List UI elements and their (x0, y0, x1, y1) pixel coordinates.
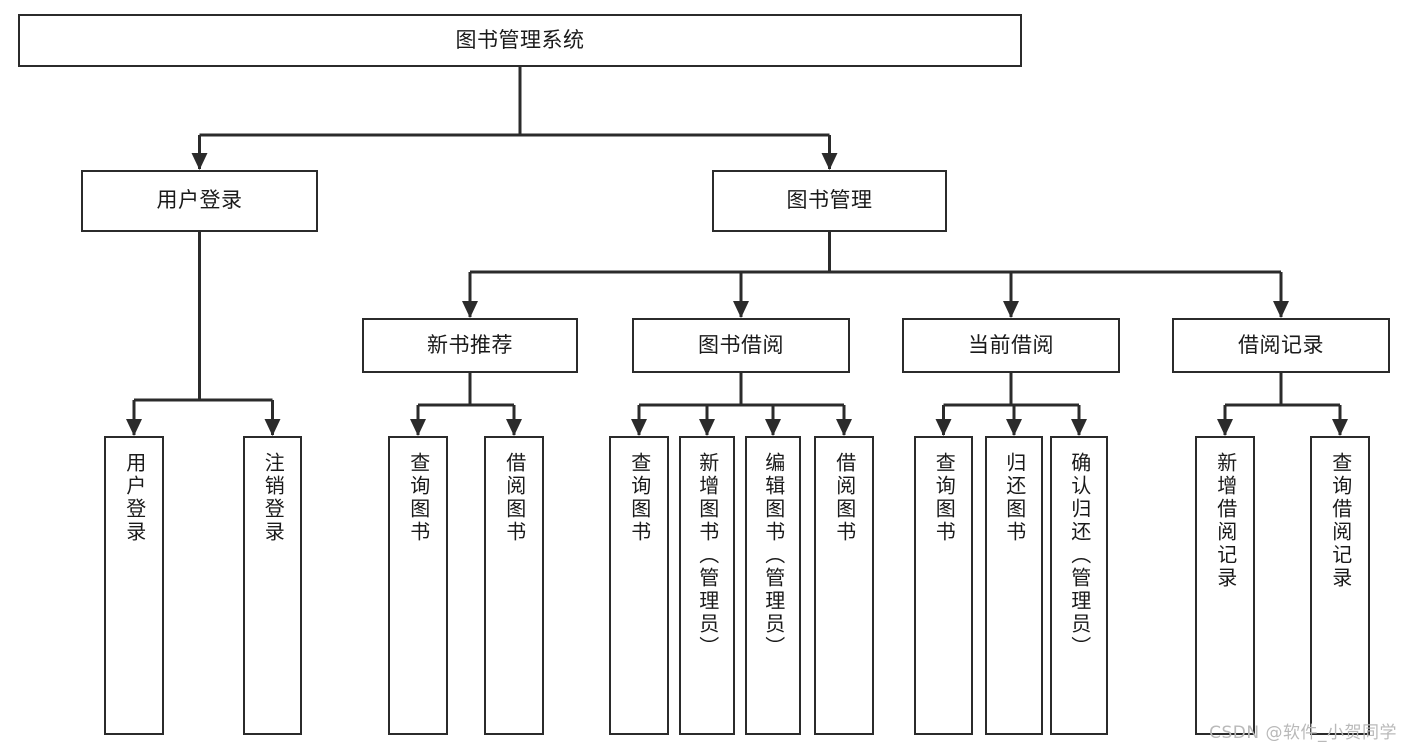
node-leaf-confirm-return[interactable]: 确认归还（管理员） (1050, 436, 1108, 735)
node-book-manage[interactable]: 图书管理 (712, 170, 947, 232)
arrowhead-leaf-logout (264, 419, 281, 436)
node-label: 查询图书 (627, 452, 652, 544)
node-root[interactable]: 图书管理系统 (18, 14, 1022, 67)
node-leaf-add-record[interactable]: 新增借阅记录 (1195, 436, 1255, 735)
arrowhead-leaf-add-record (1217, 419, 1233, 436)
node-leaf-edit-book[interactable]: 编辑图书（管理员） (745, 436, 801, 735)
node-leaf-return-book[interactable]: 归还图书 (985, 436, 1043, 735)
arrowhead-leaf-return-book (1006, 419, 1022, 436)
node-leaf-query-book-2[interactable]: 查询图书 (609, 436, 669, 735)
arrowhead-leaf-borrow-book-2 (836, 419, 852, 436)
node-label: 用户登录 (122, 452, 147, 544)
node-label: 编辑图书（管理员） (761, 452, 786, 659)
arrowhead-borrow-record (1273, 301, 1289, 318)
arrowhead-book-borrow (733, 301, 749, 318)
arrowhead-new-book-recommend (462, 301, 478, 318)
arrowhead-leaf-query-book-1 (410, 419, 426, 436)
arrowhead-leaf-user-login (126, 419, 142, 436)
node-label: 确认归还（管理员） (1067, 452, 1092, 659)
node-current-borrow[interactable]: 当前借阅 (902, 318, 1120, 373)
arrowhead-book-manage (821, 153, 838, 170)
node-label: 借阅图书 (832, 452, 857, 544)
node-label: 新书推荐 (427, 332, 513, 357)
arrowhead-leaf-confirm-return (1071, 419, 1087, 436)
node-label: 新增借阅记录 (1213, 452, 1238, 590)
node-label: 归还图书 (1002, 452, 1027, 544)
node-user-login[interactable]: 用户登录 (81, 170, 318, 232)
node-leaf-borrow-book-2[interactable]: 借阅图书 (814, 436, 874, 735)
node-label: 查询借阅记录 (1328, 452, 1353, 590)
arrowhead-current-borrow (1003, 301, 1019, 318)
arrowhead-leaf-borrow-book-1 (506, 419, 522, 436)
arrowhead-leaf-query-book-3 (935, 419, 952, 436)
node-label: 查询图书 (932, 452, 957, 544)
watermark: CSDN @软件_小贺同学 (1209, 723, 1397, 743)
node-new-book-recommend[interactable]: 新书推荐 (362, 318, 578, 373)
node-label: 借阅记录 (1238, 332, 1324, 357)
node-label: 注销登录 (261, 452, 286, 544)
node-leaf-query-record[interactable]: 查询借阅记录 (1310, 436, 1370, 735)
arrowhead-leaf-edit-book (765, 419, 781, 436)
node-leaf-query-book-1[interactable]: 查询图书 (388, 436, 448, 735)
arrowhead-user-login (191, 153, 208, 170)
node-label: 图书管理系统 (455, 27, 585, 52)
arrowhead-leaf-query-book-2 (631, 419, 647, 436)
node-label: 查询图书 (406, 452, 431, 544)
node-label: 用户登录 (156, 188, 243, 213)
node-leaf-logout[interactable]: 注销登录 (243, 436, 302, 735)
node-label: 图书借阅 (698, 332, 784, 357)
node-book-borrow[interactable]: 图书借阅 (632, 318, 850, 373)
node-borrow-record[interactable]: 借阅记录 (1172, 318, 1390, 373)
arrowhead-leaf-query-record (1332, 419, 1348, 436)
node-leaf-user-login[interactable]: 用户登录 (104, 436, 164, 735)
arrowhead-leaf-add-book (699, 419, 715, 436)
node-leaf-borrow-book-1[interactable]: 借阅图书 (484, 436, 544, 735)
node-label: 借阅图书 (502, 452, 527, 544)
node-label: 新增图书（管理员） (695, 452, 720, 659)
node-label: 当前借阅 (968, 332, 1054, 357)
node-label: 图书管理 (786, 188, 873, 213)
node-leaf-add-book[interactable]: 新增图书（管理员） (679, 436, 735, 735)
node-leaf-query-book-3[interactable]: 查询图书 (914, 436, 973, 735)
